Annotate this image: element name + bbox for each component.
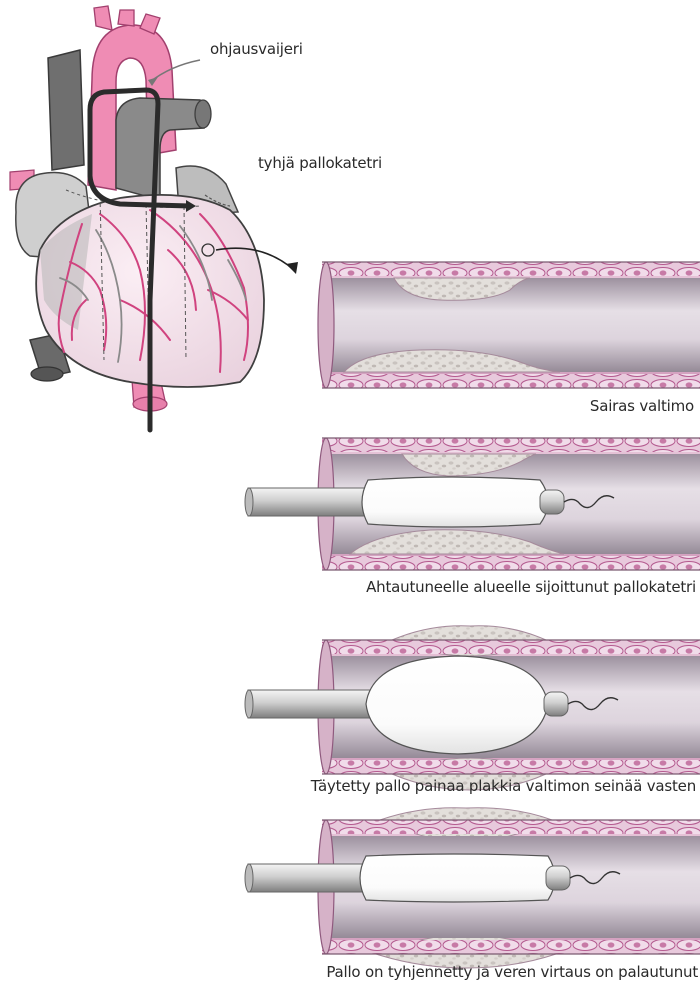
empty-balloon-catheter-label: tyhjä pallokatetri (258, 154, 382, 172)
catheter-shaft (248, 488, 378, 516)
caption-diseased-artery: Sairas valtimo (590, 397, 694, 415)
caption-flow-restored: Pallo on tyhjennetty ja veren virtaus on… (326, 963, 698, 981)
caption-catheter-positioned: Ahtautuneelle alueelle sijoittunut pallo… (366, 578, 696, 596)
heart-illustration (10, 6, 264, 430)
artery-with-positioned-catheter (245, 438, 700, 570)
superior-vena-cava (48, 50, 84, 170)
guidewire-label: ohjausvaijeri (210, 40, 303, 58)
artery-flow-restored (245, 808, 700, 968)
balloon-inflated (366, 656, 548, 754)
balloon-deflated (360, 854, 555, 902)
caption-balloon-inflated: Täytetty pallo painaa plakkia valtimon s… (311, 777, 696, 795)
balloon-collapsed (362, 477, 548, 527)
artery-with-inflated-balloon (245, 626, 700, 790)
diseased-artery (318, 262, 700, 388)
